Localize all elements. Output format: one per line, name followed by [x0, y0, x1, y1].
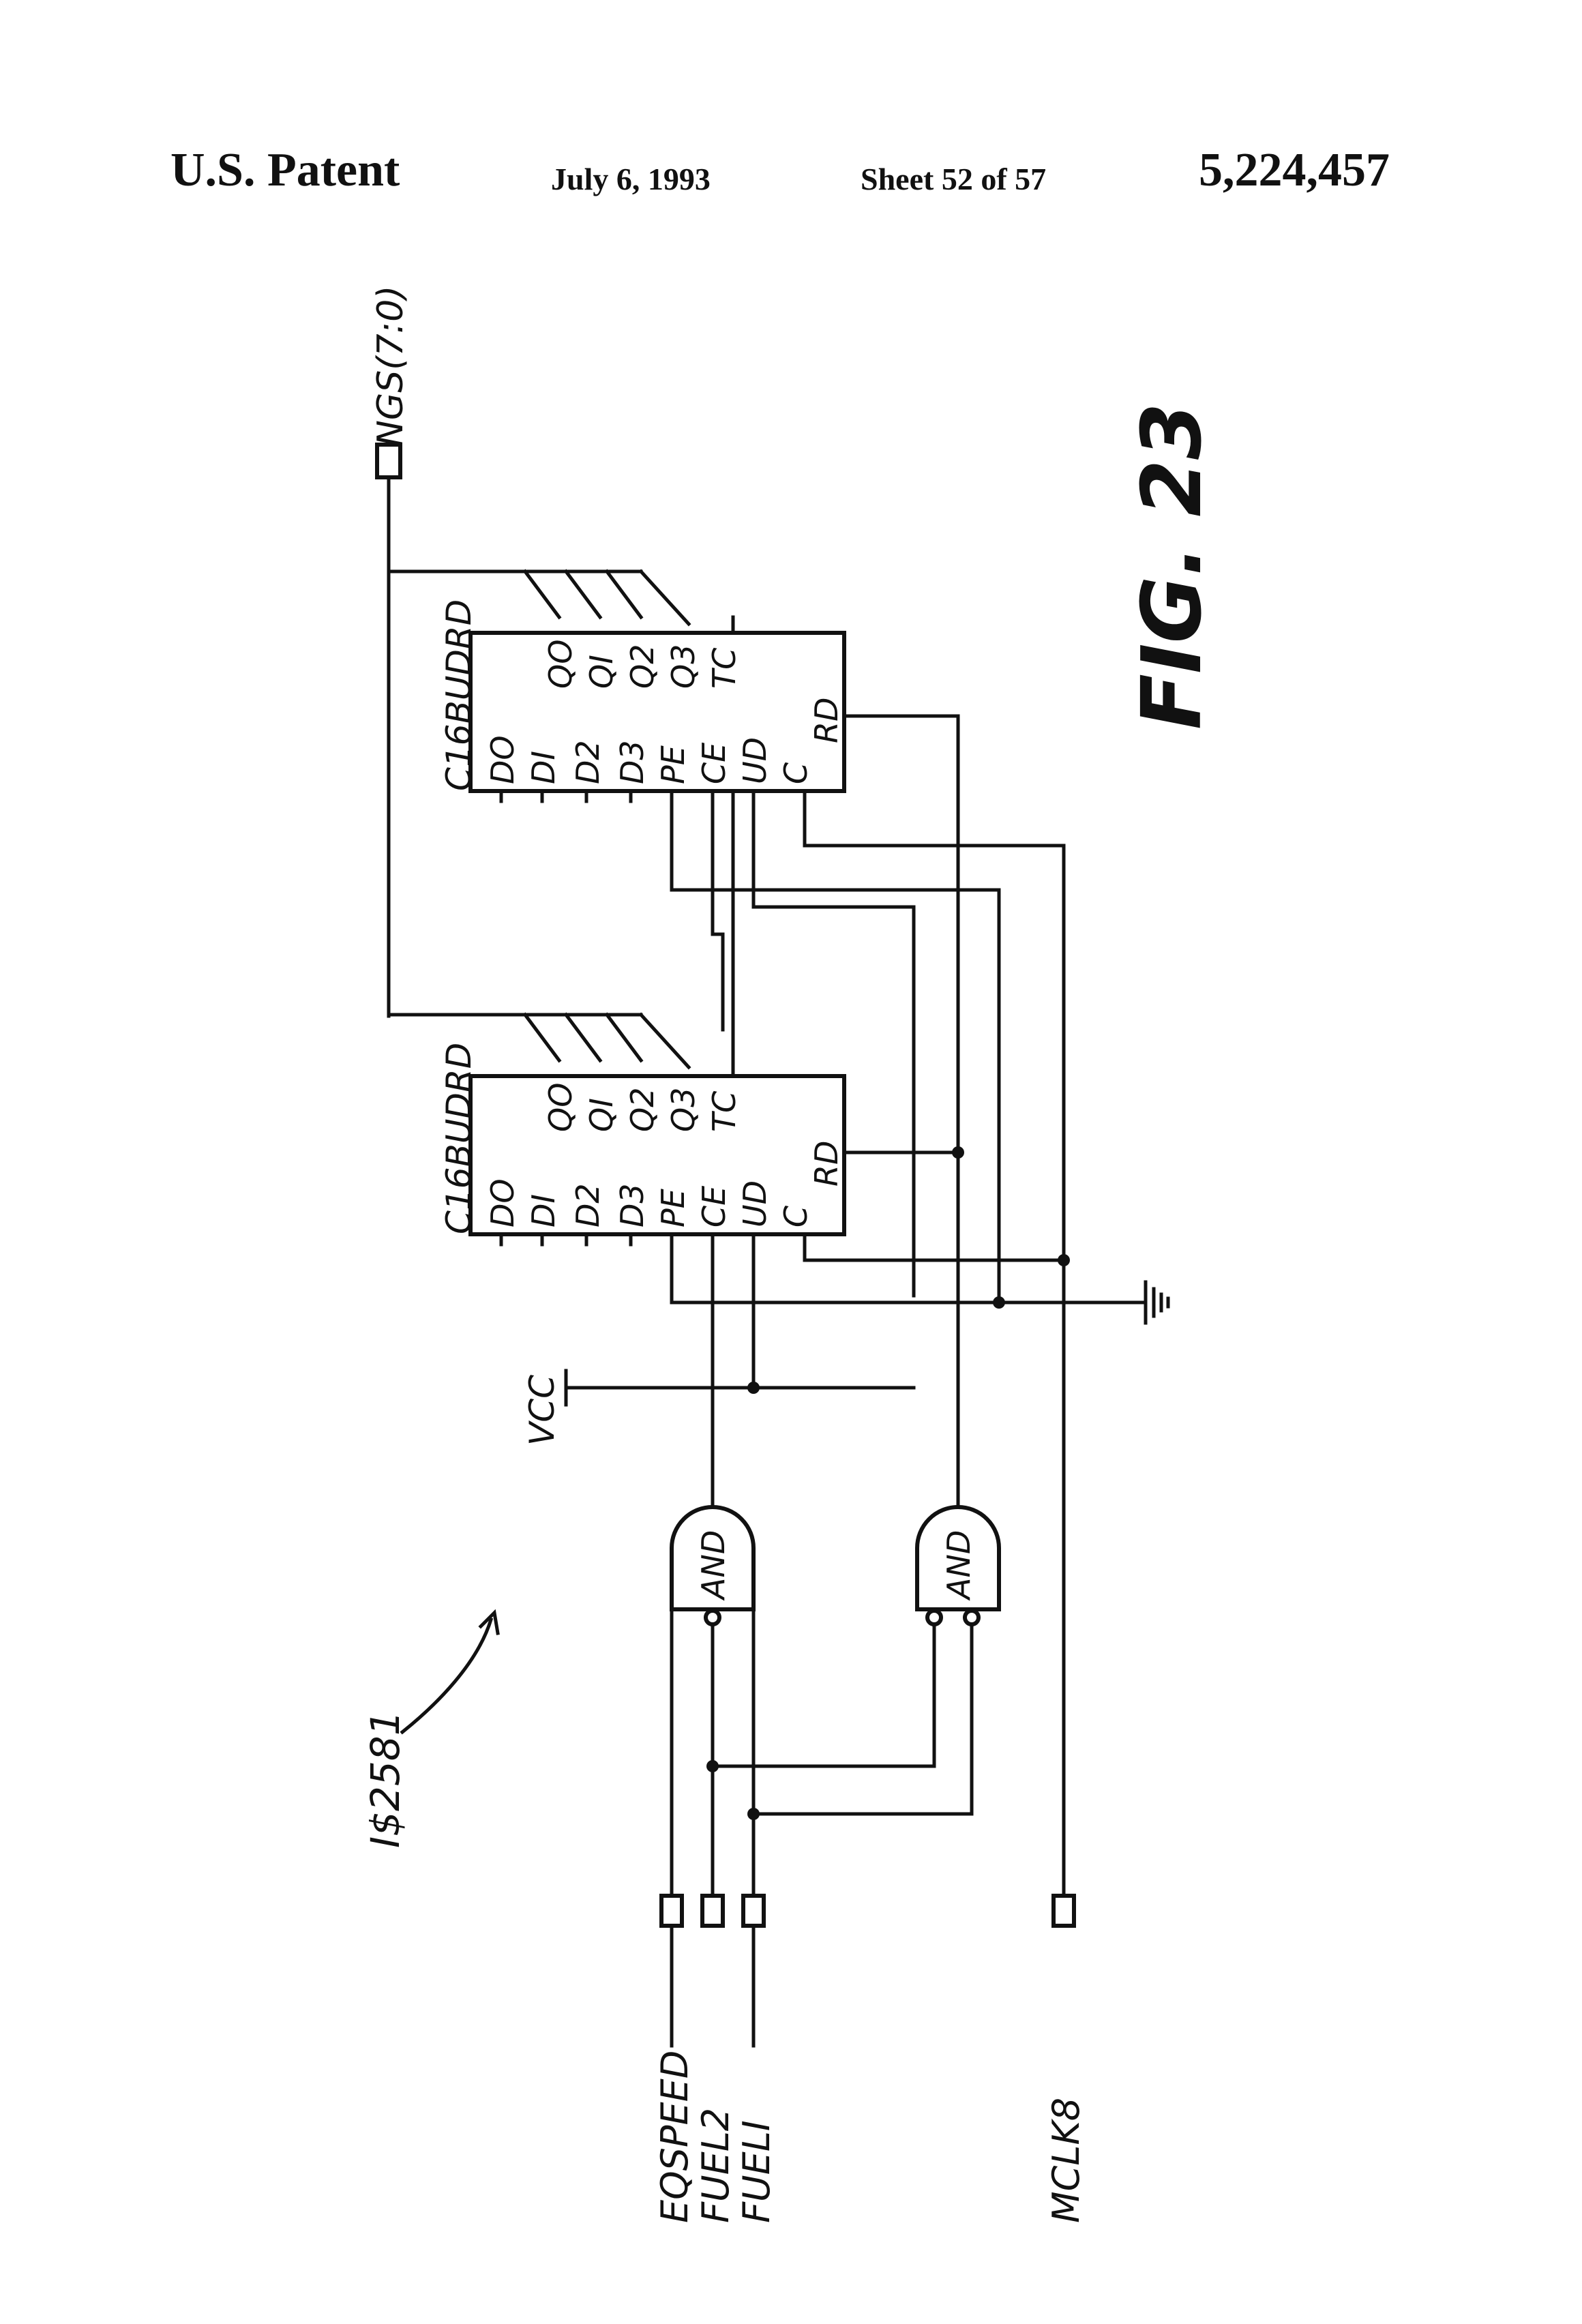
pin-label: C: [777, 762, 814, 784]
counter-bottom: C16BUDRD DO DI D2 D3 PE CE UD C QO QI Q2…: [439, 1043, 845, 1245]
counter-top-name: C16BUDRD: [439, 599, 479, 791]
gate-label: AND: [940, 1530, 977, 1601]
input-ports: [661, 1896, 1074, 1926]
pin-label: CE: [696, 1186, 732, 1227]
pin-label: D2: [569, 740, 606, 784]
gate-label: AND: [695, 1530, 732, 1601]
interconnect-wires: [566, 716, 1168, 1896]
pin-label: UD: [736, 1180, 773, 1227]
pin-label: Q2: [624, 644, 661, 689]
bus-output-label: NGS(7:0): [370, 286, 411, 447]
pin-label: QO: [542, 1083, 579, 1132]
pin-label: UD: [736, 737, 773, 784]
pin-label: QI: [583, 655, 620, 689]
pin-label: CE: [696, 743, 732, 784]
pin-label: TC: [706, 648, 743, 689]
vcc-label: VCC: [522, 1375, 562, 1446]
pin-label: PE: [655, 745, 691, 784]
pin-label: Q3: [665, 644, 702, 689]
and-gate-1: AND: [672, 1507, 753, 2046]
pin-label: D2: [569, 1183, 606, 1227]
pin-label: D3: [614, 1183, 651, 1227]
figure-caption: FIG. 23: [1125, 403, 1220, 730]
counter-top: C16BUDRD DO DI D2 D3 PE CE UD C QO QI Q2…: [439, 599, 845, 801]
pin-label: PE: [655, 1189, 691, 1227]
input-label-eqspeed: EQSPEED: [653, 2051, 696, 2223]
pin-label: RD: [808, 698, 845, 743]
pin-label: C: [777, 1206, 814, 1227]
input-label-fuel2: FUEL2: [694, 2108, 737, 2223]
pin-label: RD: [808, 1141, 845, 1187]
bus-connector-icon: [377, 445, 400, 477]
pin-label: D3: [614, 740, 651, 784]
input-label-mclk8: MCLK8: [1045, 2098, 1088, 2223]
input-label-fuel1: FUELI: [735, 2120, 778, 2223]
reference-arrow: [402, 1620, 491, 1732]
pin-label: DI: [525, 1194, 562, 1227]
pin-label: QO: [542, 640, 579, 689]
pin-label: DO: [484, 735, 521, 784]
pin-label: DO: [484, 1178, 521, 1227]
counter-bottom-name: C16BUDRD: [439, 1043, 479, 1234]
pin-label: Q3: [665, 1088, 702, 1132]
pin-label: TC: [706, 1091, 743, 1132]
pin-label: Q2: [624, 1088, 661, 1132]
pin-label: DI: [525, 751, 562, 784]
pin-label: QI: [583, 1098, 620, 1132]
